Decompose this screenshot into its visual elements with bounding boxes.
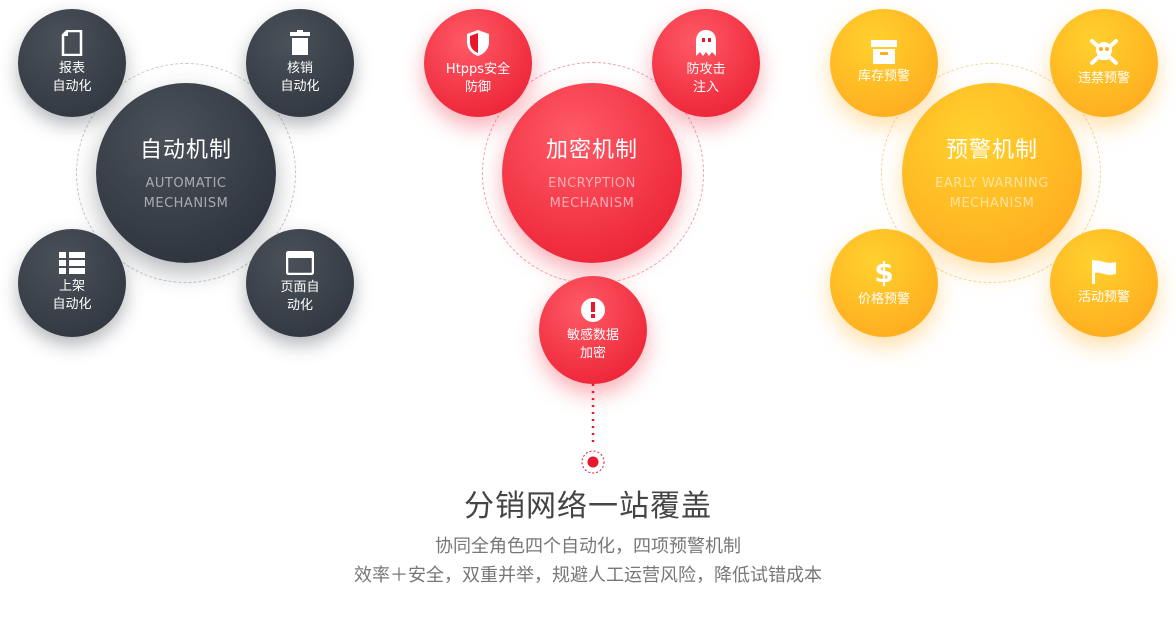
report-line1: 报表 <box>58 61 85 76</box>
writeoff-line2: 自动化 <box>280 79 320 94</box>
writeoff-line1: 核销 <box>286 61 313 76</box>
ghost-icon <box>696 30 716 56</box>
injection-line1: 防攻击 <box>686 62 726 77</box>
auto-ring <box>76 63 296 283</box>
shield-icon <box>467 30 489 56</box>
alert-icon <box>581 298 605 322</box>
dollar-icon: $ <box>874 257 893 287</box>
file-icon <box>61 30 83 56</box>
sensitive-data-node: 敏感数据 加密 <box>539 276 647 384</box>
warning-title: 预警机制 <box>945 138 1038 163</box>
encrypt-mechanism-circle: 加密机制 ENCRYPTION MECHANISM <box>502 83 682 263</box>
skull-crossbones-icon <box>1090 39 1118 65</box>
report-automation-node: 报表 自动化 <box>18 9 126 117</box>
auto-title: 自动机制 <box>139 138 232 163</box>
auto-sub2: MECHANISM <box>143 196 229 211</box>
activity-warning-node: 活动预警 <box>1050 229 1158 337</box>
writeoff-automation-node: 核销 自动化 <box>246 9 354 117</box>
page-line1: 页面自 <box>280 280 320 295</box>
page-line2: 动化 <box>286 298 313 313</box>
https-defense-node: Htpps安全 防御 <box>424 9 532 117</box>
footer-heading: 分销网络一站覆盖 <box>464 489 712 524</box>
auto-mechanism-circle: 自动机制 AUTOMATIC MECHANISM <box>96 83 276 263</box>
encrypt-title: 加密机制 <box>545 138 638 163</box>
warning-ring <box>881 63 1101 283</box>
target-dot-ring <box>581 450 605 474</box>
auto-sub1: AUTOMATIC <box>145 176 227 191</box>
report-line2: 自动化 <box>52 79 92 94</box>
https-line2: 防御 <box>464 80 491 95</box>
listing-line2: 自动化 <box>52 297 92 312</box>
https-line1: Htpps安全 <box>445 62 511 77</box>
trash-icon <box>290 30 310 55</box>
inventory-line1: 库存预警 <box>857 69 910 84</box>
activity-line1: 活动预警 <box>1077 290 1130 305</box>
warning-sub1: EARLY WARNING <box>935 176 1049 191</box>
price-warning-node: $ 价格预警 <box>830 229 938 337</box>
flag-icon <box>1092 260 1116 284</box>
anti-injection-node: 防攻击 注入 <box>652 9 760 117</box>
page-automation-node: 页面自 动化 <box>246 229 354 337</box>
warning-sub2: MECHANISM <box>949 196 1035 211</box>
warning-mechanism-circle: 预警机制 EARLY WARNING MECHANISM <box>902 83 1082 263</box>
prohibited-line1: 违禁预警 <box>1077 71 1130 86</box>
archive-box-icon <box>871 40 897 64</box>
list-icon <box>59 252 85 274</box>
prohibited-warning-node: 违禁预警 <box>1050 9 1158 117</box>
listing-line1: 上架 <box>58 279 85 294</box>
listing-automation-node: 上架 自动化 <box>18 229 126 337</box>
svg-text:$: $ <box>874 257 893 287</box>
price-line1: 价格预警 <box>857 292 910 307</box>
encrypt-sub2: MECHANISM <box>549 196 635 211</box>
browser-window-icon <box>286 251 314 275</box>
sensitive-line1: 敏感数据 <box>566 328 619 343</box>
target-dot <box>587 456 599 468</box>
footer-line1: 协同全角色四个自动化，四项预警机制 <box>435 536 741 557</box>
injection-line2: 注入 <box>692 80 719 95</box>
encrypt-sub1: ENCRYPTION <box>548 176 636 191</box>
footer-line2: 效率＋安全，双重并举，规避人工运营风险，降低试错成本 <box>354 565 822 586</box>
sensitive-line2: 加密 <box>579 346 606 361</box>
inventory-warning-node: 库存预警 <box>830 9 938 117</box>
